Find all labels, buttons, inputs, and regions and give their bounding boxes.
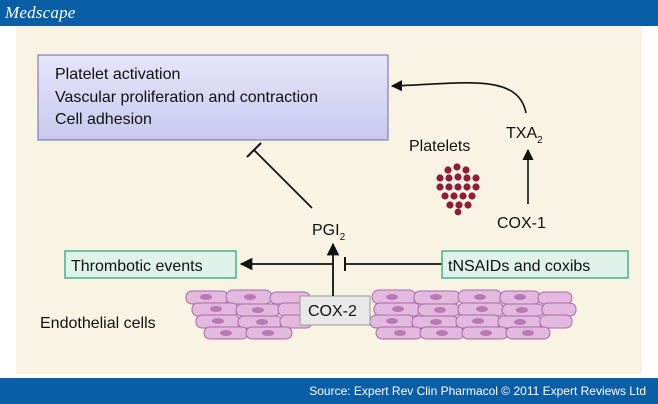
effect-platelet-activation: Platelet activation — [55, 66, 180, 83]
txa2-to-effects-arrow — [390, 80, 527, 114]
source-credit: Source: Expert Rev Clin Pharmacol © 2011… — [309, 384, 646, 398]
medscape-logo: Medscape — [5, 3, 76, 22]
platelets-label: Platelets — [409, 138, 470, 155]
thrombotic-events-box — [64, 250, 237, 279]
pgi2-inhibition-bar — [246, 142, 262, 158]
effects-box: Platelet activation Vascular proliferati… — [37, 54, 389, 141]
pgi2-label: PGI2 — [312, 222, 346, 243]
txa2-label: TXA2 — [506, 125, 543, 146]
nsaids-box — [441, 250, 629, 279]
cox2-box — [299, 295, 371, 326]
cox1-label: COX-1 — [497, 215, 546, 232]
endothelial-cells-label: Endothelial cells — [40, 315, 156, 332]
platelets-cluster-icon — [436, 163, 480, 216]
footer-bar: Source: Expert Rev Clin Pharmacol © 2011… — [0, 378, 658, 404]
pgi2-inhibition-line — [253, 149, 313, 209]
header-bar: Medscape — [0, 0, 658, 26]
nsaids-label: tNSAIDs and coxibs — [448, 258, 590, 275]
endothelial-cells-layer — [185, 289, 577, 340]
effect-vascular-proliferation: Vascular proliferation and contraction — [55, 89, 318, 106]
thrombotic-events-label: Thrombotic events — [71, 258, 203, 275]
cox2-label: COX-2 — [308, 303, 357, 320]
effect-cell-adhesion: Cell adhesion — [55, 111, 152, 128]
endothelial-nuclei — [200, 294, 534, 336]
